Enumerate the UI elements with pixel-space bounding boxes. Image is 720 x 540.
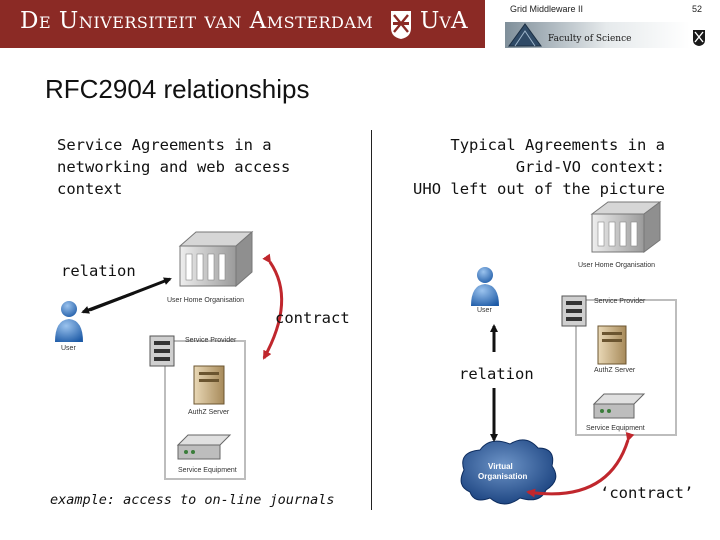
left-user-label: User [61,345,76,352]
vo-label-line2: Organisation [478,472,528,481]
faculty-logo-icon [505,22,690,48]
left-equipment-label: Service Equipment [178,467,237,474]
right-uho-building-icon [590,201,662,253]
university-name: De Universiteit van Amsterdam [20,8,374,34]
slide-title: RFC2904 relationships [45,74,310,104]
university-short-name: UvA [420,8,468,34]
left-uho-building-icon [178,230,254,288]
left-heading-line: Service Agreements in a [57,136,272,154]
left-heading-line: networking and web access [57,158,291,176]
right-contract-arrow [526,431,635,498]
left-authz-label: AuthZ Server [188,409,230,416]
right-authz-label: AuthZ Server [594,367,636,374]
course-title: Grid Middleware II [510,4,584,14]
faculty-name: Faculty of Science [548,34,632,44]
right-relation-label: relation [459,365,534,383]
university-crest-icon [391,11,411,39]
right-user-label: User [477,307,492,314]
right-rack-icon [561,295,587,327]
right-equipment-icon [592,393,646,419]
left-relation-label: relation [61,262,136,280]
left-service-provider-box [164,340,246,480]
left-heading-line: context [57,180,123,198]
right-authz-server-icon [597,325,627,365]
right-uho-label: User Home Organisation [578,262,656,269]
right-equipment-label: Service Equipment [586,425,645,432]
left-user-icon [55,301,83,342]
left-contract-label: contract [275,309,350,327]
column-divider [371,130,372,510]
right-service-provider-label: Service Provider [594,298,646,305]
left-service-provider-label: Service Provider [185,337,237,344]
left-uho-label: User Home Organisation [167,297,245,304]
university-banner: De Universiteit van Amsterdam UvA [0,0,485,48]
vo-label-line1: Virtual [488,462,513,471]
right-user-icon [471,267,499,306]
left-contract-arrow [262,253,284,360]
right-heading: Typical Agreements in a Grid-VO context:… [400,134,665,200]
left-heading: Service Agreements in a networking and w… [57,134,290,200]
left-rack-icon [149,335,175,367]
faculty-emblem-icon [693,30,705,46]
right-heading-line: UHO left out of the picture [413,180,665,198]
left-relation-arrow-back [89,277,172,312]
left-authz-server-icon [193,365,225,405]
right-heading-line: Typical Agreements in a [450,136,665,154]
slide-caption: example: access to on-line journals [50,492,335,508]
left-equipment-icon [176,434,232,460]
page-number: 52 [692,4,703,14]
right-heading-line: Grid-VO context: [515,158,665,176]
right-contract-label: ‘contract’ [600,484,694,502]
